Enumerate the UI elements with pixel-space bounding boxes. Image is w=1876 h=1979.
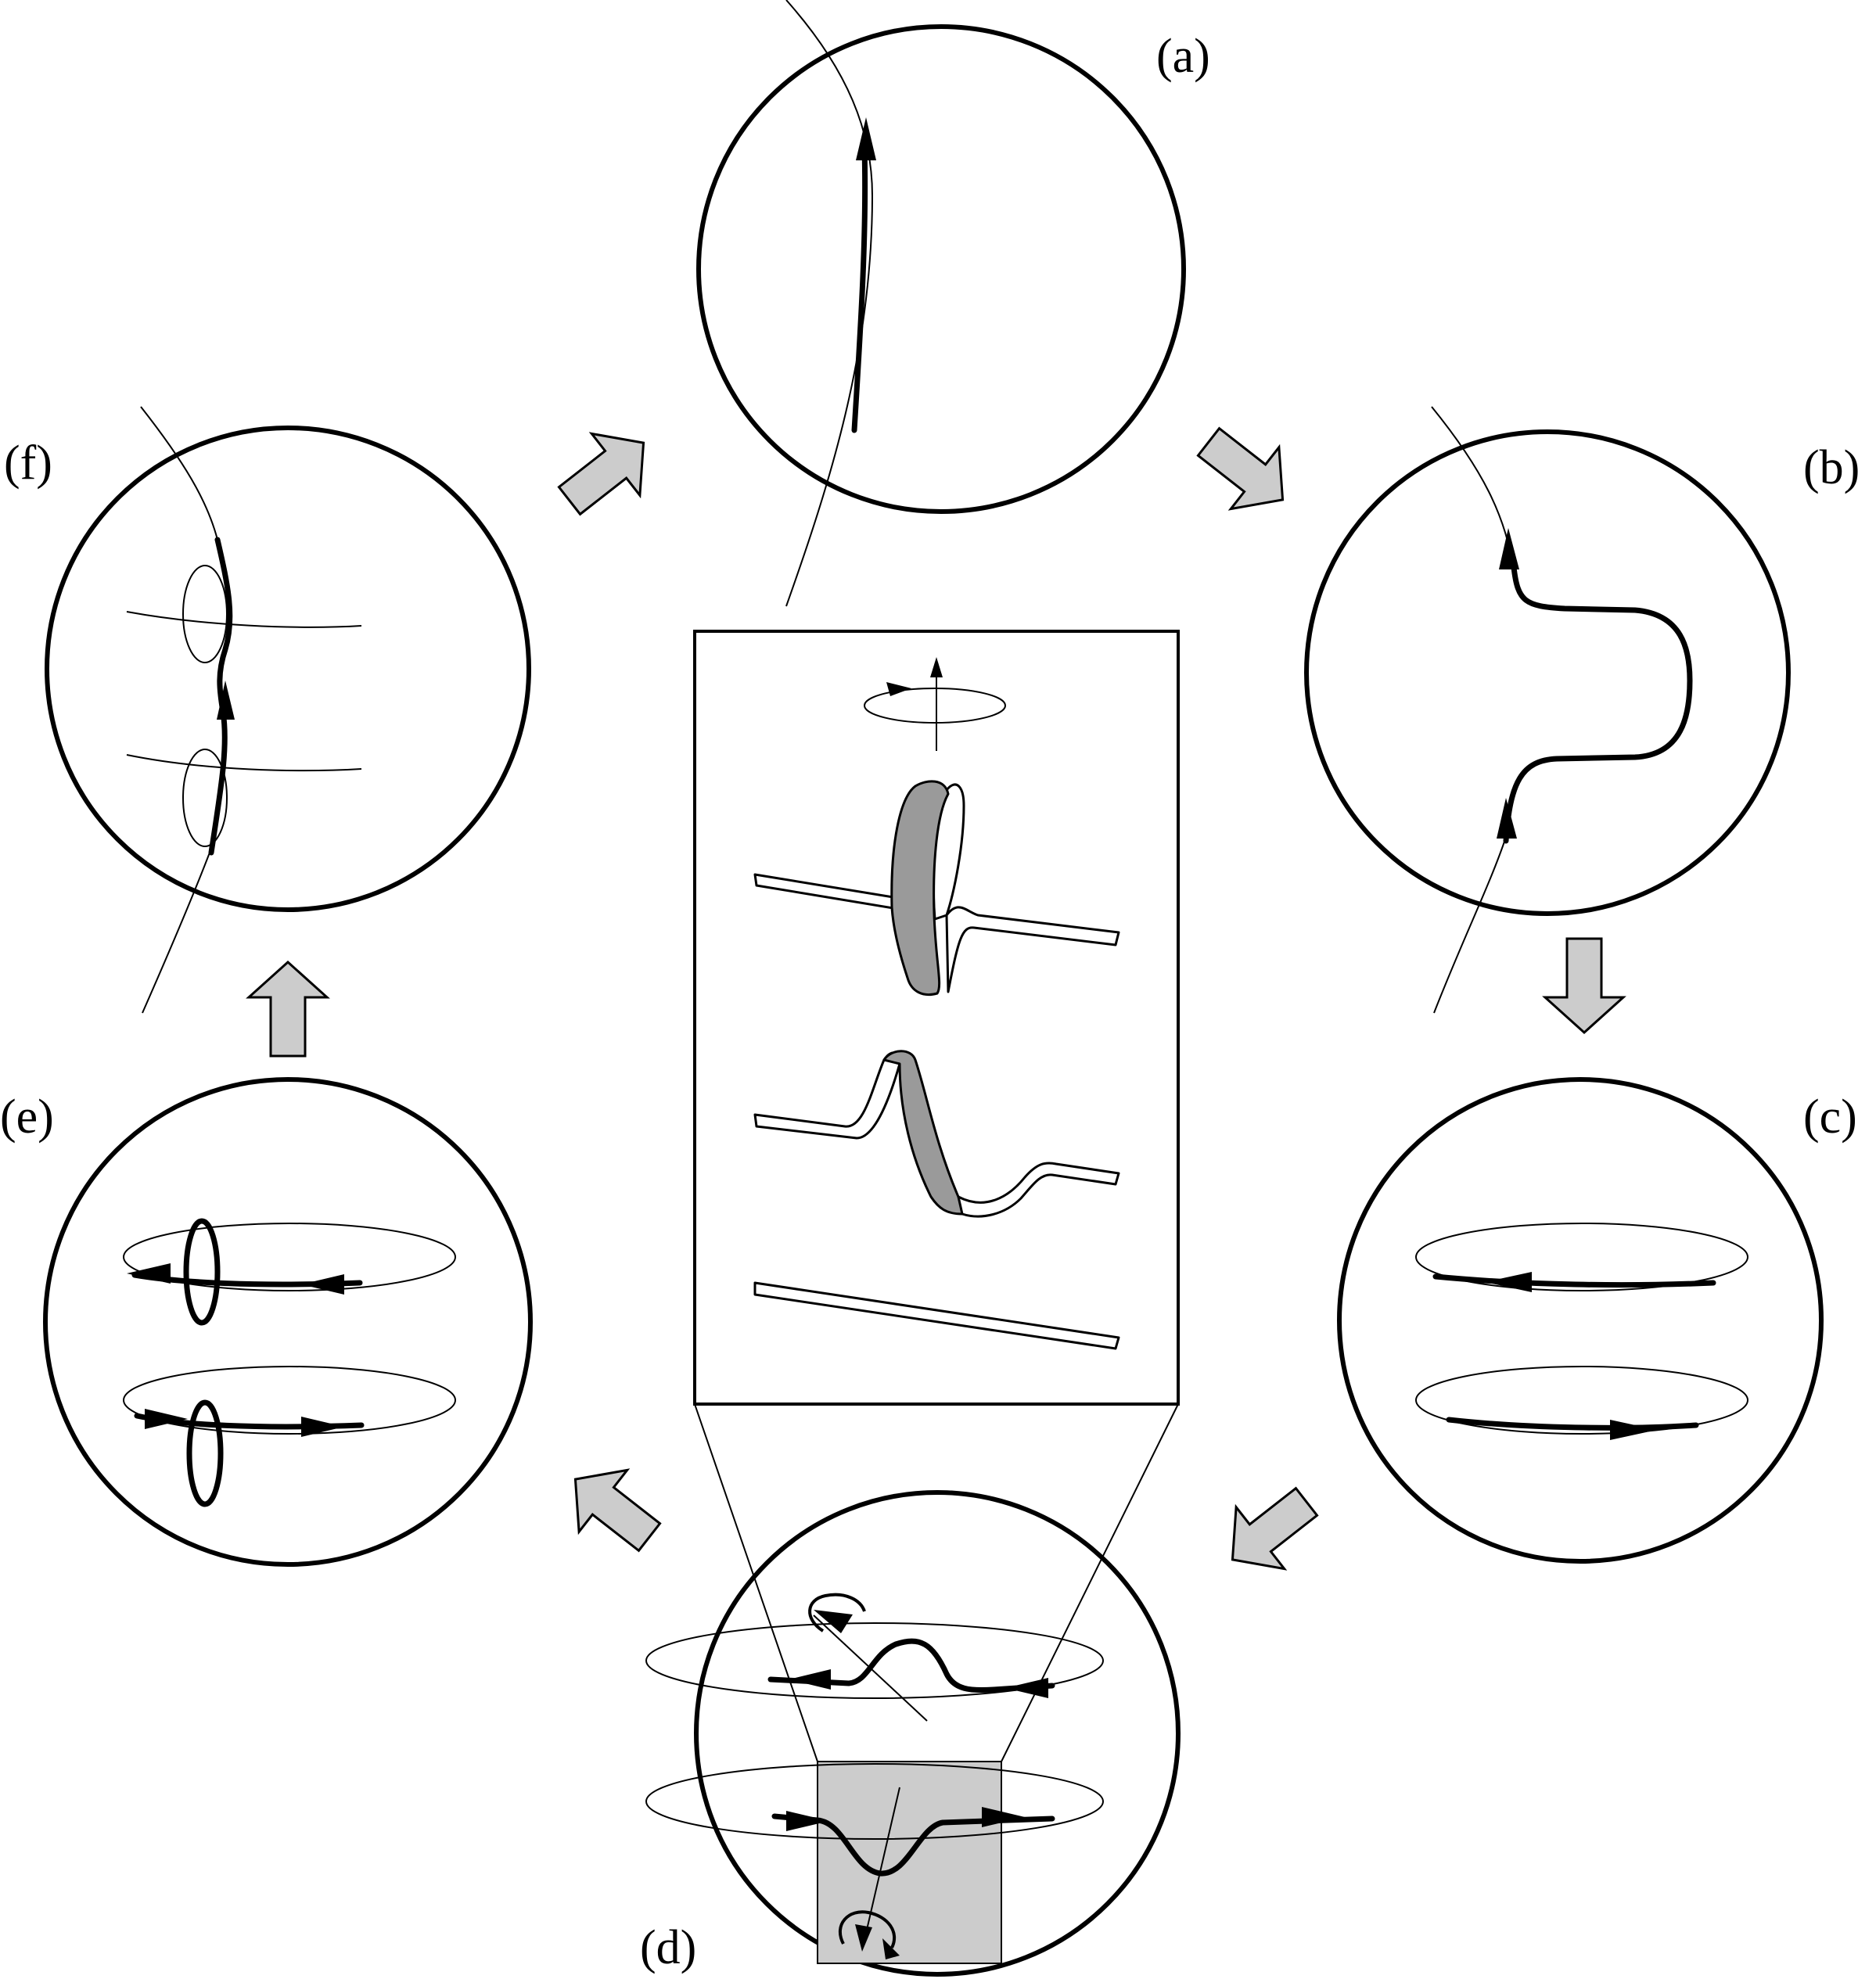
flow-arrow-e-to-f [246, 960, 330, 1058]
panel-f-upper-twist-loop [182, 565, 228, 663]
panel-f: (f) [4, 406, 531, 1014]
panel-d-lower-rotation-loop [838, 1910, 897, 1948]
panel-c-circle [1337, 1077, 1824, 1564]
panel-d-circle [694, 1490, 1181, 1977]
panel-f-lower-twist-loop [182, 749, 228, 847]
panel-a-circle [696, 24, 1186, 514]
panel-b-field-line-top [1431, 406, 1515, 572]
rotation-symbol [864, 657, 1006, 751]
panel-b-field-line-bottom [1433, 836, 1507, 1014]
flow-arrow-f-to-a [557, 432, 645, 516]
panel-c-upper-arrowhead [1485, 1272, 1532, 1292]
panel-b-flux-loop [1503, 564, 1693, 844]
panel-d-label: (d) [640, 1921, 696, 1974]
panel-e-lower-ellipse [123, 1366, 456, 1435]
zoom-connector-left [694, 1403, 818, 1762]
ribbon-looped-loop-front [890, 780, 950, 997]
panel-b: (b) [1304, 406, 1860, 1014]
panel-e-circle [43, 1077, 533, 1567]
panel-b-arrowhead-top [1499, 528, 1519, 569]
panel-d-lower-axis-arrowhead [855, 1924, 872, 1952]
panel-e-upper-twist-loop [183, 1218, 221, 1326]
panel-d-upper-arrowhead-right [1005, 1678, 1048, 1698]
panel-e-lower-arrowhead-right [301, 1417, 344, 1437]
panel-c: (c) [1337, 1077, 1857, 1564]
panel-a-arrowhead [856, 117, 876, 160]
ribbon-looped [753, 780, 1120, 997]
panel-f-flux [208, 537, 233, 856]
panel-e-upper-arrowhead-right [301, 1274, 344, 1295]
panel-d-lower-arrowhead-left [786, 1811, 829, 1831]
panel-d-upper-tilted-axis [813, 1614, 928, 1722]
panel-d-highlight-box [817, 1761, 1002, 1964]
flow-arrows [246, 426, 1626, 1571]
panel-f-arrowhead [217, 681, 235, 720]
panel-d-lower-arrowhead-right [982, 1807, 1025, 1827]
panel-f-field-line-bottom [142, 852, 210, 1014]
ribbon-looped-right-strip [945, 906, 1120, 993]
panel-b-arrowhead-bottom [1497, 798, 1517, 839]
panel-d-lower-rotation-arrowhead [882, 1938, 900, 1959]
zoom-inset-frame [693, 630, 1180, 1406]
panel-a-label: (a) [1156, 30, 1210, 83]
ribbon-straight [753, 1281, 1120, 1350]
panel-d-upper-rotation-loop [808, 1593, 866, 1632]
panel-c-lower-flux [1446, 1417, 1699, 1431]
panel-a-field-line-strong [851, 145, 868, 433]
rotation-ellipse [864, 688, 1006, 724]
rotation-direction-arrowhead [886, 682, 911, 696]
panel-c-lower-ellipse [1415, 1366, 1748, 1435]
panel-f-upper-horizontal-line [126, 611, 362, 628]
panel-c-lower-arrowhead [1610, 1420, 1657, 1440]
panel-f-circle [45, 426, 531, 912]
panel-d-upper-flux [767, 1638, 1055, 1693]
zoom-inset [693, 630, 1180, 1762]
panel-b-label: (b) [1803, 441, 1860, 494]
panel-d-upper-ellipse [645, 1622, 1104, 1699]
flow-arrow-d-to-e [573, 1468, 662, 1553]
ribbon-kinked [753, 1050, 1120, 1218]
panel-c-label: (c) [1803, 1090, 1857, 1144]
panel-f-lower-horizontal-line [126, 754, 362, 772]
panel-d: (d) [640, 1490, 1181, 1977]
panel-a: (a) [696, 0, 1210, 607]
zoom-connector-right [1001, 1403, 1179, 1762]
flow-arrow-a-to-b [1196, 426, 1285, 511]
panel-e: (e) [0, 1077, 533, 1567]
panel-c-upper-ellipse [1415, 1223, 1748, 1291]
panel-a-field-line [785, 0, 874, 607]
panel-e-upper-ellipse [123, 1223, 456, 1291]
flow-arrow-c-to-d [1231, 1486, 1319, 1571]
panel-d-lower-ellipse [645, 1763, 1104, 1840]
flow-arrow-b-to-c [1542, 937, 1626, 1035]
ribbon-kinked-right [957, 1162, 1120, 1218]
panel-e-label: (e) [0, 1090, 54, 1144]
panel-f-label: (f) [4, 436, 52, 490]
panel-c-upper-flux [1432, 1273, 1716, 1288]
panel-b-circle [1304, 429, 1791, 916]
panel-e-upper-arrowhead-left [127, 1263, 171, 1284]
panel-e-lower-twist-loop [186, 1399, 224, 1507]
panel-e-lower-arrowhead-left [145, 1409, 188, 1429]
rotation-axis-arrowhead [930, 657, 943, 677]
panel-d-upper-rotation-arrowhead [814, 1610, 853, 1633]
panel-f-field-line-top [140, 406, 218, 541]
panel-d-upper-arrowhead-left [789, 1669, 831, 1690]
